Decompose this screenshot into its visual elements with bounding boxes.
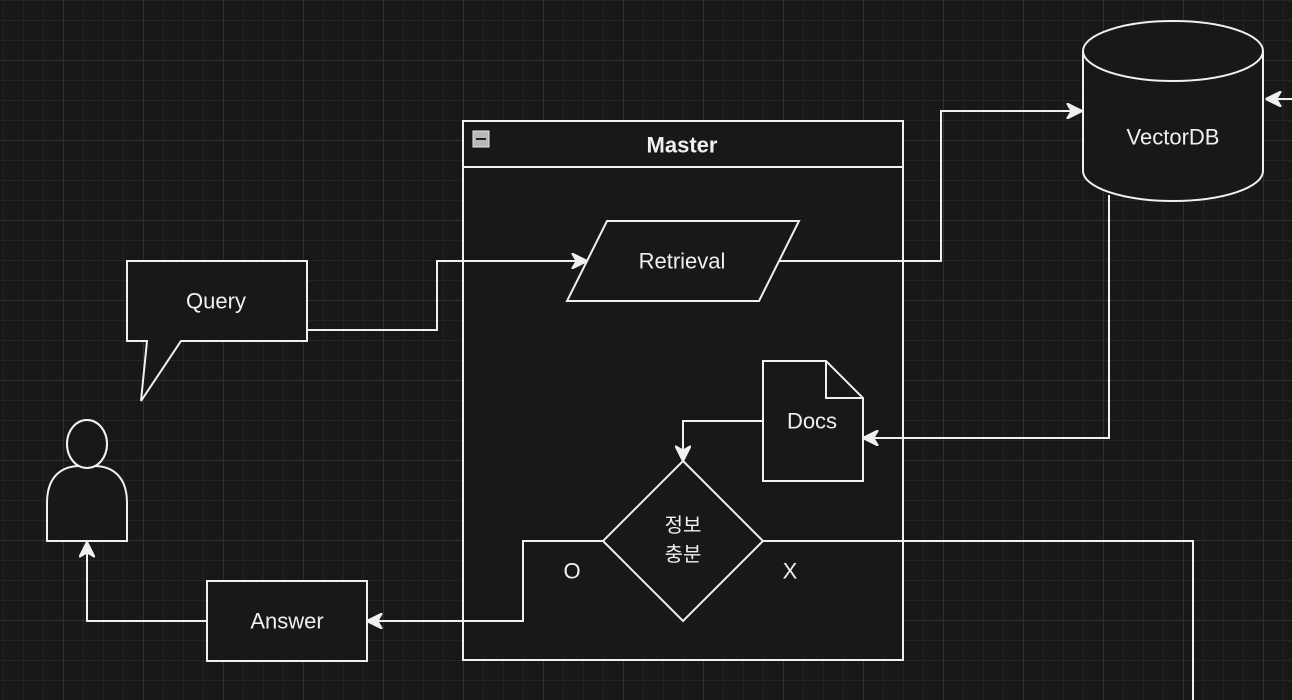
answer-label: Answer xyxy=(250,609,323,634)
edge-retrieval-vectordb[interactable] xyxy=(779,111,1081,262)
decision-node[interactable]: 정보 충분 xyxy=(601,459,765,623)
edge-answer-user[interactable] xyxy=(87,543,207,622)
retrieval-node[interactable]: Retrieval xyxy=(565,220,801,302)
edge-query-retrieval[interactable] xyxy=(307,261,586,331)
edge-decision-no[interactable] xyxy=(763,540,1194,700)
edge-docs-decision[interactable] xyxy=(683,420,763,460)
vectordb-node[interactable]: VectorDB xyxy=(1082,20,1264,202)
edge-decision-answer[interactable] xyxy=(368,540,603,621)
answer-node[interactable]: Answer xyxy=(206,580,368,662)
user-actor-icon[interactable] xyxy=(46,419,128,542)
query-node[interactable]: Query xyxy=(126,260,308,402)
collapse-icon[interactable] xyxy=(472,130,490,148)
master-title: Master xyxy=(647,133,718,158)
retrieval-label: Retrieval xyxy=(639,249,726,274)
edge-label-no: X xyxy=(783,559,798,584)
decision-line2: 충분 xyxy=(665,542,702,566)
edge-vectordb-docs[interactable] xyxy=(864,195,1110,438)
connectors xyxy=(87,99,1292,700)
vectordb-label: VectorDB xyxy=(1127,125,1220,150)
decision-line1: 정보 xyxy=(665,513,702,537)
query-label: Query xyxy=(186,289,246,314)
edge-label-yes: O xyxy=(563,559,580,584)
docs-label: Docs xyxy=(787,409,837,434)
docs-node[interactable]: Docs xyxy=(762,360,864,482)
